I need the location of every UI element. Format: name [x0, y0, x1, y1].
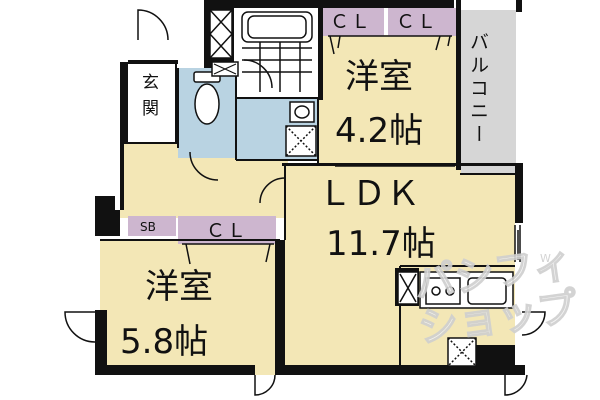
- fridge-space-icon: [447, 337, 477, 367]
- entrance-floor: [128, 62, 176, 144]
- shoe-box-label: SB: [140, 220, 156, 234]
- ldk-size: 11.7帖: [326, 224, 436, 264]
- closet-top-1: [322, 8, 384, 36]
- balcony: [461, 10, 516, 174]
- entrance-label-1: 玄: [142, 73, 159, 93]
- bedroom-left-name: 洋室: [145, 267, 213, 307]
- bedroom-top-size: 4.2帖: [335, 111, 423, 151]
- balcony-label: バルコニー: [467, 32, 489, 147]
- ldk-name: ＬＤＫ: [318, 174, 420, 214]
- closet-top-1-label: ＣＬ: [330, 11, 372, 33]
- watermark-small: W: [540, 252, 551, 265]
- toilet-icon: [193, 71, 221, 125]
- bathtub-icon: [241, 11, 313, 92]
- bedroom-top-name: 洋室: [345, 57, 413, 97]
- closet-top-2-label: ＣＬ: [396, 11, 438, 33]
- windows: [335, 165, 521, 262]
- entrance-label-2: 関: [142, 99, 159, 119]
- closet-top-2: [388, 8, 456, 36]
- genkan-step: [128, 60, 178, 64]
- walls: [95, 0, 525, 375]
- closet-doors: [182, 35, 452, 265]
- kitchen-counter: [397, 271, 514, 309]
- closet-left-label: ＣＬ: [206, 220, 248, 242]
- bedroom-top-floor: [318, 35, 460, 163]
- washer-pan-icon: [285, 125, 317, 157]
- shaft-icons: [209, 9, 233, 59]
- bedroom-left-size: 5.8帖: [120, 322, 208, 362]
- shoe-box: [128, 216, 176, 236]
- washbasin-icon: [289, 101, 315, 123]
